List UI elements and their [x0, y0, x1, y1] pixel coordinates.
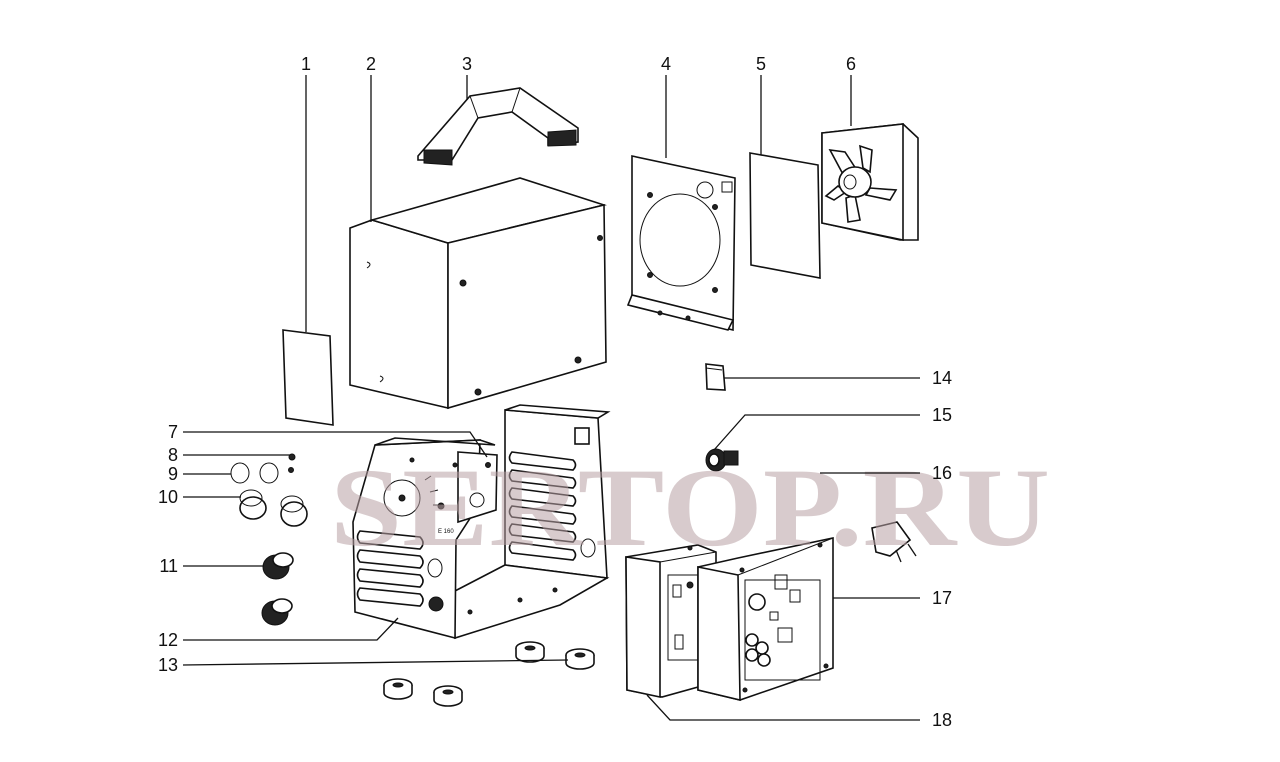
leader-lines	[182, 75, 920, 721]
part-3-carry-handle	[417, 87, 579, 166]
part-16-power-cable	[705, 448, 917, 563]
part-8-screws	[288, 453, 296, 473]
part-chassis-frame: E 160	[352, 404, 611, 640]
part-17-main-board	[697, 537, 834, 702]
part-13-rubber-feet	[383, 641, 595, 707]
part-5-filter-sheet	[749, 152, 821, 279]
front-vents	[356, 530, 424, 607]
callout-13: 13	[158, 655, 178, 675]
part-6-fan-assembly	[821, 123, 919, 241]
model-code-label: E 160	[438, 529, 454, 535]
part-11-terminals	[261, 552, 294, 626]
callout-6: 6	[846, 54, 856, 74]
part-18-rear-board	[625, 544, 717, 698]
callout-18: 18	[932, 710, 952, 730]
callout-4: 4	[661, 54, 671, 74]
callout-1: 1	[301, 54, 311, 74]
callout-labels: 1 2 3 4 5 6 7 8 9 10 11 12 13 14 15 16 1…	[158, 54, 952, 730]
callout-2: 2	[366, 54, 376, 74]
callout-7: 7	[168, 422, 178, 442]
part-2-housing-cover	[349, 177, 607, 410]
front-dial-scale: E 160	[383, 457, 458, 535]
part-4-fan-mount-plate	[626, 155, 736, 332]
callout-17: 17	[932, 588, 952, 608]
callout-5: 5	[756, 54, 766, 74]
rear-vents	[508, 451, 577, 561]
callout-3: 3	[462, 54, 472, 74]
callout-10: 10	[158, 487, 178, 507]
callout-11: 11	[159, 556, 178, 576]
callout-9: 9	[168, 464, 178, 484]
watermark-text: SERTOP.RU	[330, 446, 1050, 570]
callout-15: 15	[932, 405, 952, 425]
part-14-clip	[705, 363, 726, 391]
part-1-label-plate	[282, 329, 334, 426]
part-9-rings	[230, 462, 279, 484]
callout-12: 12	[158, 630, 178, 650]
callout-16: 16	[932, 463, 952, 483]
part-10-knobs	[239, 489, 308, 527]
callout-14: 14	[932, 368, 952, 388]
callout-8: 8	[168, 445, 178, 465]
